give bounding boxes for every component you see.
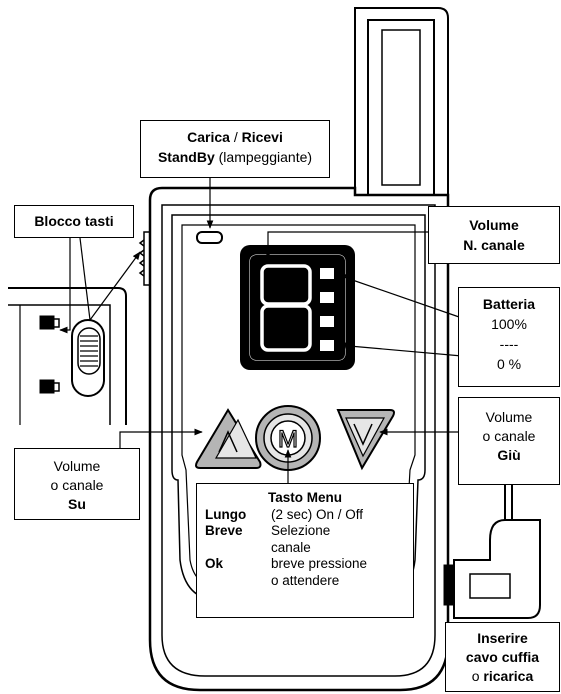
down-arrow-icon [353, 423, 373, 446]
label-cable-pre: o [471, 668, 484, 684]
label-menu-ok-key: Ok [205, 556, 224, 571]
up-arrow-icon [218, 430, 238, 453]
label-charge-receive: Carica / Ricevi StandBy (lampeggiante) [140, 120, 330, 178]
antenna [354, 7, 449, 221]
label-standby-word: StandBy [157, 149, 215, 165]
led-indicator [196, 231, 223, 244]
label-volume-down: Volume o canale Giù [458, 397, 560, 485]
down-button[interactable] [336, 409, 395, 471]
label-vd-line1: Volume [485, 409, 533, 425]
label-charge-word: Carica [187, 129, 230, 145]
label-battery-full: 100% [491, 316, 527, 332]
label-menu-key: Tasto Menu Lungo (2 sec) On / Off Breve Se… [196, 483, 414, 618]
label-cable: Inserire cavo cuffia o ricarica [445, 622, 560, 692]
jack-connector [443, 485, 541, 619]
label-battery-title: Batteria [482, 296, 536, 312]
battery-bars [320, 268, 334, 351]
label-standby-note: (lampeggiante) [214, 149, 313, 165]
label-charge-sep: / [229, 129, 242, 145]
label-menu-short-key: Breve [205, 523, 243, 538]
label-vd-line3: Giù [497, 447, 521, 463]
label-keylock: Blocco tasti [14, 205, 134, 238]
label-volume-up: Volume o canale Su [14, 448, 140, 520]
label-keylock-text: Blocco tasti [34, 213, 114, 229]
label-vu-line1: Volume [53, 458, 101, 474]
label-battery-dash: ---- [499, 336, 519, 352]
keylock-inset [8, 287, 127, 425]
label-menu-long-key: Lungo [205, 506, 247, 522]
digit-8-icon [260, 264, 312, 352]
label-cable-bold: ricarica [483, 668, 534, 684]
label-cable-line1: Inserire [477, 630, 528, 646]
label-menu-long-val: (2 sec) On / Off [271, 506, 364, 522]
label-channel-number: N. canale [463, 237, 525, 253]
menu-m-icon: M [278, 426, 298, 453]
label-receive-word: Ricevi [241, 129, 283, 145]
lock-symbol-top [39, 315, 60, 330]
label-menu-short-val1: Selezione [271, 523, 331, 538]
label-menu-ok-val1: breve pressione [271, 556, 368, 571]
label-battery: Batteria 100% ---- 0 % [458, 287, 560, 387]
label-volume-title: Volume [469, 217, 519, 233]
side-grip [138, 231, 150, 286]
label-vu-line3: Su [68, 496, 86, 512]
lcd-display [240, 245, 355, 370]
label-volume-channel: Volume N. canale [428, 206, 560, 264]
lock-symbol-bottom [39, 379, 60, 394]
label-vd-line2: o canale [482, 428, 536, 444]
up-button[interactable] [195, 408, 262, 469]
label-menu-ok-val2: o attendere [271, 572, 340, 588]
label-menu-title: Tasto Menu [268, 490, 342, 505]
leader-lines [59, 178, 463, 490]
switch-ridges [80, 335, 98, 367]
label-menu-short-val2: canale [271, 539, 311, 555]
label-vu-line2: o canale [50, 477, 104, 493]
label-cable-line2: cavo cuffia [465, 649, 540, 665]
label-battery-empty: 0 % [496, 356, 522, 372]
